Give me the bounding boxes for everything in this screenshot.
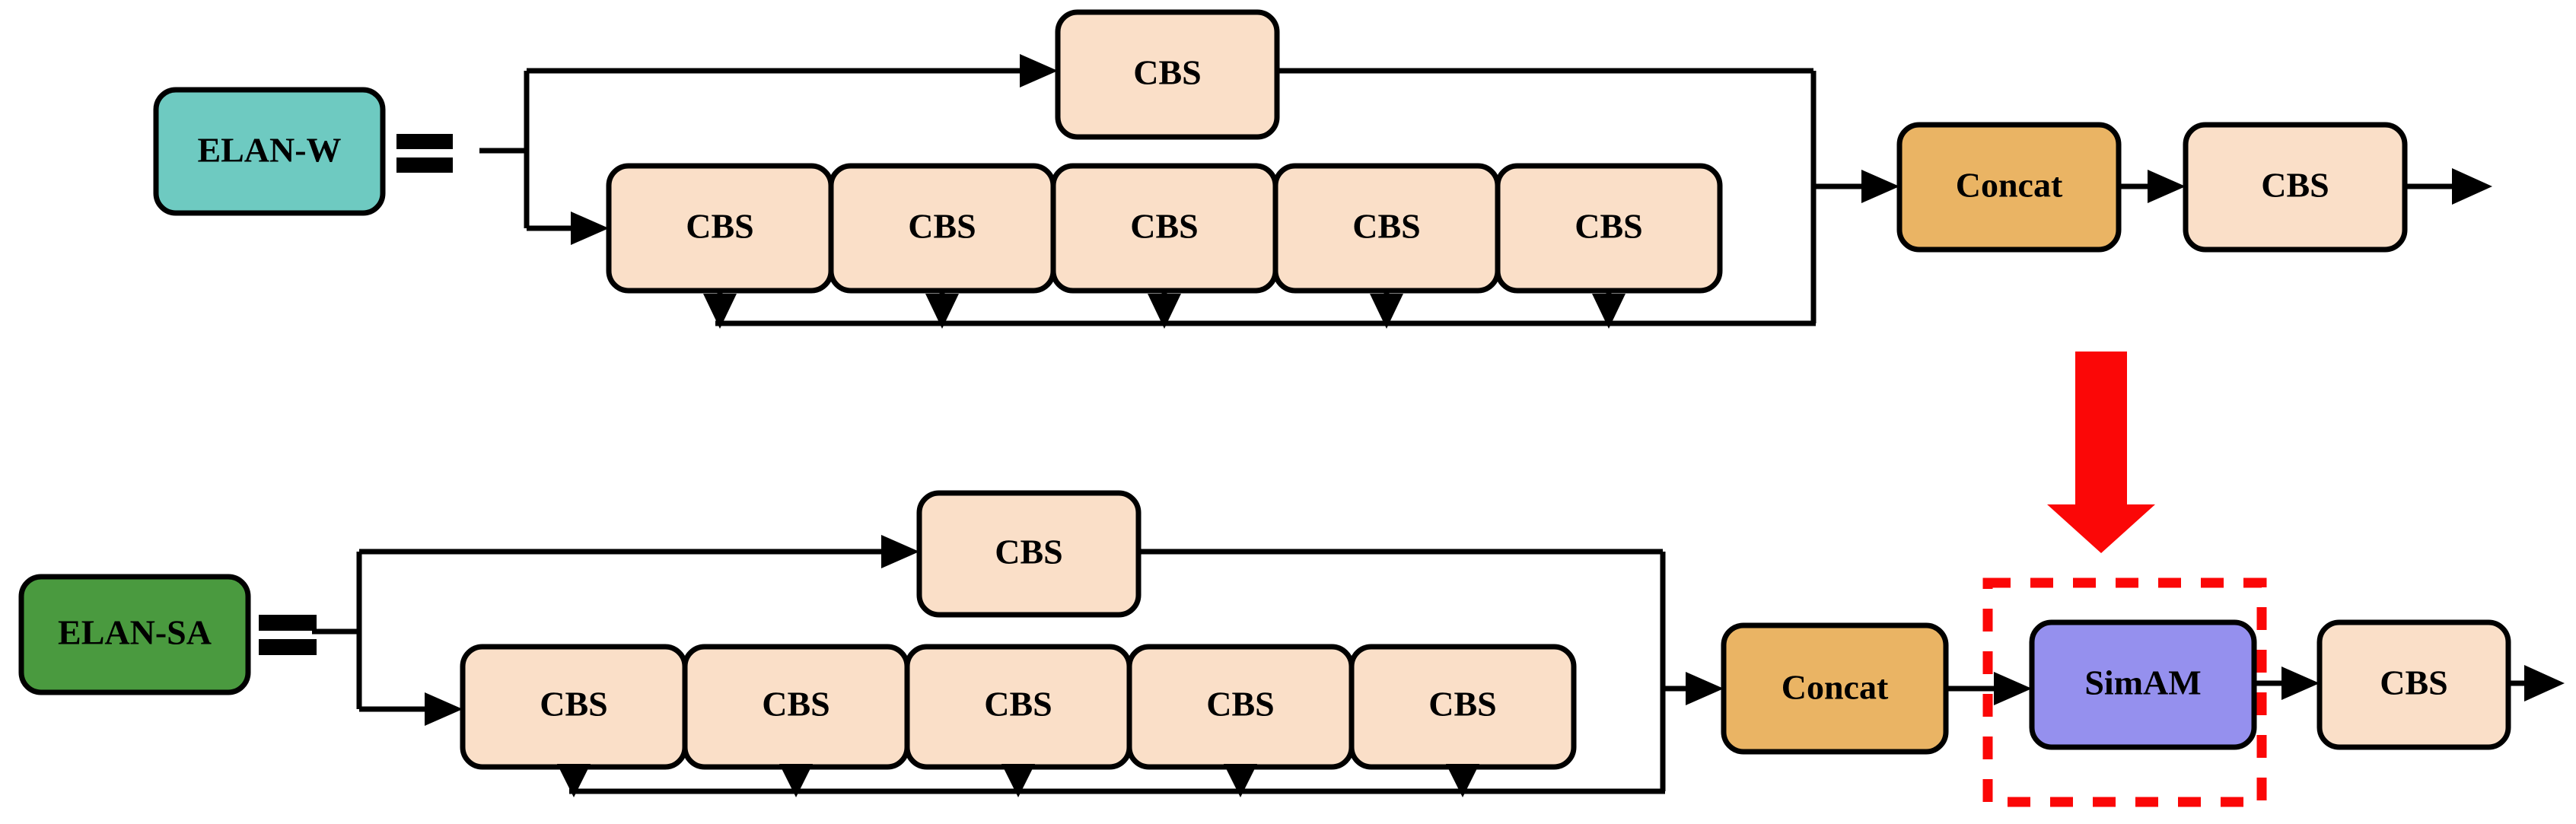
bottom-output-cbs-arrowhead [2281, 667, 2320, 700]
top-skip-cbs-label: CBS [1133, 53, 1201, 92]
top-output-cbs-label: CBS [2261, 166, 2329, 205]
bottom-tap-arrow-2 [779, 764, 813, 797]
bottom-tap-arrow-4 [1224, 764, 1257, 797]
bottom-concat-box[interactable]: Concat [1721, 622, 1949, 755]
bottom-output-arrowhead [2524, 665, 2565, 702]
bottom-main-cbs-2-label: CBS [762, 685, 829, 724]
top-concat-box[interactable]: Concat [1896, 122, 2122, 253]
top-tap-arrow-5 [1592, 294, 1626, 329]
top-output-cbs-box[interactable]: CBS [2183, 122, 2408, 253]
elan-sa-module-box[interactable]: ELAN-SA [18, 574, 251, 695]
red-down-arrow-icon [2047, 352, 2155, 553]
top-tap-arrow-2 [925, 294, 959, 329]
bottom-tap-arrow-5 [1446, 764, 1479, 797]
simam-highlight-box [1982, 577, 2267, 807]
elan-sa-module-label: ELAN-SA [58, 613, 212, 652]
top-tap-arrow-1 [703, 294, 737, 329]
top-main-cbs-1[interactable]: CBS [606, 163, 834, 294]
top-main-cbs-5-label: CBS [1575, 207, 1642, 246]
bottom-tap-arrow-1 [557, 764, 591, 797]
simam-label: SimAM [2084, 663, 2201, 702]
top-concat-label: Concat [1956, 166, 2063, 205]
elan-w-module-box[interactable]: ELAN-W [153, 87, 386, 216]
top-main-cbs-5[interactable]: CBS [1495, 163, 1723, 294]
bottom-main-cbs-4[interactable]: CBS [1126, 644, 1355, 770]
bottom-main-cbs-3-label: CBS [984, 685, 1052, 724]
top-main-cbs-1-label: CBS [686, 207, 753, 246]
bottom-skip-cbs-label: CBS [995, 533, 1062, 571]
top-skip-cbs-box[interactable]: CBS [1055, 9, 1280, 140]
bottom-main-cbs-2[interactable]: CBS [682, 644, 910, 770]
top-tap-arrow-4 [1370, 294, 1403, 329]
bottom-tap-arrow-3 [1001, 764, 1035, 797]
top-main-cbs-4[interactable]: CBS [1272, 163, 1501, 294]
bottom-main-input-arrowhead [425, 692, 463, 726]
top-output-cbs-arrowhead [2148, 170, 2186, 203]
bottom-simam-input-arrowhead [1994, 672, 2032, 705]
bottom-concat-label: Concat [1782, 668, 1889, 707]
elan-w-module-label: ELAN-W [197, 131, 341, 170]
top-concat-input-arrowhead [1861, 170, 1899, 203]
top-main-cbs-2[interactable]: CBS [828, 163, 1056, 294]
top-main-cbs-2-label: CBS [908, 207, 976, 246]
bottom-output-cbs-box[interactable]: CBS [2316, 619, 2511, 750]
top-equals-icon [396, 134, 453, 173]
top-main-input-arrowhead [571, 212, 609, 245]
bottom-main-cbs-1-label: CBS [540, 685, 607, 724]
bottom-concat-input-arrowhead [1686, 672, 1724, 705]
top-main-cbs-4-label: CBS [1352, 207, 1420, 246]
bottom-main-cbs-3[interactable]: CBS [904, 644, 1132, 770]
bottom-main-cbs-5[interactable]: CBS [1348, 644, 1577, 770]
top-skip-input-arrowhead [1020, 54, 1058, 87]
bottom-skip-cbs-box[interactable]: CBS [916, 490, 1142, 618]
bottom-main-cbs-1[interactable]: CBS [460, 644, 688, 770]
bottom-output-cbs-label: CBS [2380, 663, 2447, 702]
bottom-main-cbs-5-label: CBS [1428, 685, 1496, 724]
bottom-skip-input-arrowhead [881, 535, 919, 568]
top-tap-arrow-3 [1148, 294, 1181, 329]
bottom-equals-icon [259, 615, 317, 655]
top-main-cbs-3[interactable]: CBS [1050, 163, 1278, 294]
top-output-arrowhead [2452, 168, 2492, 205]
top-main-cbs-3-label: CBS [1130, 207, 1198, 246]
bottom-main-cbs-4-label: CBS [1206, 685, 1274, 724]
simam-box[interactable]: SimAM [2029, 619, 2257, 750]
